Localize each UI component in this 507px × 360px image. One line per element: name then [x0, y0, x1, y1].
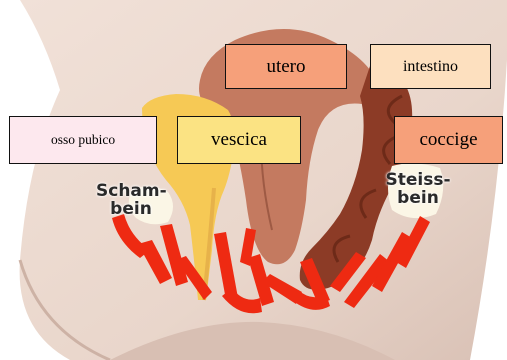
schambein-line1: Scham- — [96, 182, 166, 200]
steissbein-line1: Steiss- — [383, 171, 453, 189]
steissbein-line2: bein — [383, 189, 453, 207]
schambein-line2: bein — [96, 200, 166, 218]
label-intestino: intestino — [370, 44, 491, 89]
steissbein-text: Steiss- bein — [383, 171, 453, 207]
schambein-text: Scham- bein — [96, 182, 166, 218]
label-coccige: coccige — [394, 116, 503, 164]
label-utero: utero — [225, 44, 347, 89]
label-osso-pubico: osso pubico — [9, 116, 157, 164]
label-vescica: vescica — [177, 116, 301, 164]
